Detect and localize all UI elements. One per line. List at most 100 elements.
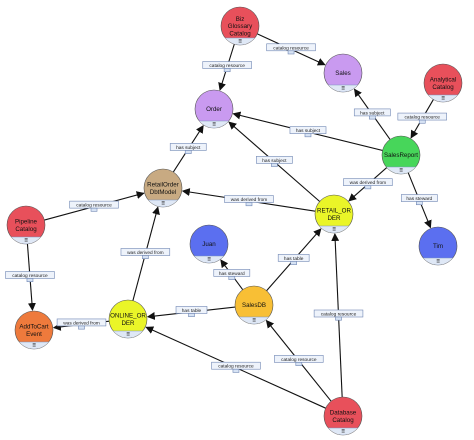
edge-online_order-retailorderdbt[interactable]: was derived from [120,206,171,301]
edge-database-salesdb[interactable]: catalog resource [265,319,332,402]
edge-label[interactable]: catalog resource [202,61,252,73]
edge-expand-tag[interactable] [184,150,192,154]
edge-label-text: has table [182,308,202,314]
edges-layer: catalog resource catalog resource catalog … [5,33,447,409]
node-salesreport[interactable]: ≡SalesReport [381,135,421,175]
edge-expand-tag[interactable] [335,316,342,321]
edge-salesreport-retail_order[interactable]: was derived from [343,167,393,202]
edge-expand-tag[interactable] [232,368,240,373]
edge-online_order-addtocart[interactable]: was derived from [52,318,110,331]
edge-label[interactable]: has subject [289,126,327,138]
node-expand-tag[interactable] [235,316,273,324]
edge-salesreport-sales[interactable]: has subject [353,88,391,140]
edge-label[interactable]: was derived from [120,248,171,259]
edge-label[interactable]: has table [175,306,208,317]
edge-database-online_order[interactable]: catalog resource [145,326,326,409]
edge-label-text: catalog resource [218,364,254,370]
edge-salesreport-tim[interactable]: has steward [400,172,438,229]
edge-label[interactable]: catalog resource [274,355,324,366]
node-expand-tag[interactable] [315,225,353,233]
edge-label[interactable]: has steward [400,194,438,206]
edge-expand-tag[interactable] [290,261,297,265]
edge-expand-tag[interactable] [295,362,303,366]
edge-retail_order-retailorderdbt[interactable]: was derived from [181,188,316,212]
edge-expand-tag[interactable] [26,278,34,283]
node-salesdb[interactable]: ≡SalesDB [234,285,274,325]
node-expand-tag[interactable] [109,330,147,338]
node-sales[interactable]: ≡Sales [323,53,363,93]
edge-label[interactable]: has subject [353,108,391,120]
edge-bizglossary-order[interactable]: catalog resource [202,43,252,91]
edge-label[interactable]: catalog resource [266,43,316,55]
node-expand-tag[interactable] [221,37,259,45]
edge-expand-tag[interactable] [78,325,85,330]
node-expand-tag[interactable] [7,236,45,244]
edge-expand-tag[interactable] [368,115,376,120]
edge-expand-tag[interactable] [287,50,295,55]
edge-label[interactable]: was derived from [343,178,393,190]
edge-expand-tag[interactable] [188,313,195,317]
node-expand-tag[interactable] [195,120,233,128]
edge-label[interactable]: catalog resource [313,309,364,321]
edge-expand-tag[interactable] [364,185,372,190]
edge-salesdb-retail_order[interactable]: has table [266,228,322,292]
edge-label[interactable]: was derived from [224,195,274,207]
node-expand-tag[interactable] [324,84,362,92]
node-order[interactable]: ≡Order [194,89,234,129]
expand-icon: ≡ [252,317,256,324]
edge-retail_order-order[interactable]: has subject [228,121,321,202]
node-label-line: AddToCart [19,324,49,331]
edge-salesreport-order[interactable]: has subject [232,111,383,151]
edge-label[interactable]: has subject [256,156,293,167]
edge-salesdb-juan[interactable]: has steward [213,259,251,291]
edge-retailorderdbt-order[interactable]: has subject [169,124,207,173]
edge-label[interactable]: has steward [213,269,251,280]
edge-expand-tag[interactable] [304,133,312,138]
edge-bizglossary-sales[interactable]: catalog resource [257,33,326,66]
edge-expand-tag[interactable] [223,68,231,73]
edge-label[interactable]: catalog resource [211,361,261,373]
node-juan[interactable]: ≡Juan [189,224,229,264]
edge-salesdb-online_order[interactable]: has table [146,306,236,320]
edge-label[interactable]: catalog resource [69,200,119,212]
node-tim[interactable]: ≡Tim [418,226,458,266]
edge-label[interactable]: catalog resource [397,112,447,124]
edge-analytical-salesreport[interactable]: catalog resource [397,99,447,139]
edge-pipeline-retailorderdbt[interactable]: catalog resource [44,191,145,221]
edge-expand-tag[interactable] [142,255,149,259]
edge-label-text: has subject [176,145,201,151]
edge-label[interactable]: has table [277,254,310,265]
node-expand-tag[interactable] [15,341,53,349]
edge-pipeline-addtocart[interactable]: catalog resource [5,243,55,312]
edge-expand-tag[interactable] [416,201,423,206]
edge-expand-tag[interactable] [90,207,98,212]
node-expand-tag[interactable] [324,427,362,435]
node-label-line: DbtModel [150,189,176,196]
node-expand-tag[interactable] [190,255,228,263]
edge-expand-tag[interactable] [418,119,426,124]
edge-label[interactable]: was derived from [56,318,107,330]
node-expand-tag[interactable] [424,94,462,102]
edge-expand-tag[interactable] [271,163,278,167]
node-expand-tag[interactable] [382,166,420,174]
node-expand-tag[interactable] [144,199,182,207]
edge-expand-tag[interactable] [245,202,253,207]
edge-label[interactable]: has subject [169,143,207,154]
edge-label[interactable]: catalog resource [5,271,55,283]
node-label-line: Analytical [430,77,456,84]
edge-expand-tag[interactable] [228,276,236,280]
edge-label-text: catalog resource [281,357,317,363]
node-expand-tag[interactable] [419,257,457,265]
expand-icon: ≡ [212,121,216,128]
node-label-line: DER [327,215,341,222]
edge-database-retail_order[interactable]: catalog resource [313,232,364,398]
